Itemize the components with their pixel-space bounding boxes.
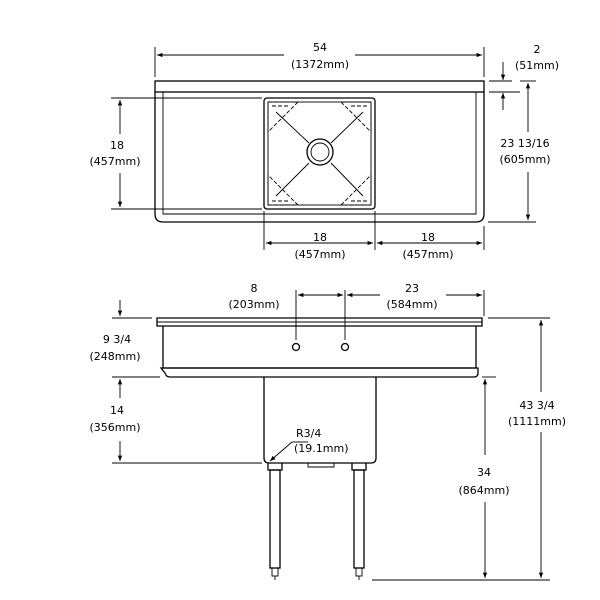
plan-backsplash bbox=[154, 80, 485, 93]
plan-outline bbox=[154, 92, 485, 223]
bowl-outline bbox=[263, 97, 376, 210]
drain-inner bbox=[310, 142, 330, 162]
dim-bowl-width-mm: (457mm) bbox=[294, 248, 345, 261]
drain-nub bbox=[307, 463, 335, 468]
dim-radius: R3/4 bbox=[296, 427, 321, 440]
faucet-hole-right bbox=[340, 342, 350, 352]
plan-dimensions: 54 (1372mm) 2 (51mm) 18 (457mm) 23 13/16… bbox=[89, 41, 559, 261]
plan-inner-outline bbox=[162, 92, 477, 215]
backsplash bbox=[156, 317, 483, 327]
deck-rim bbox=[159, 367, 479, 378]
dim-faucet-spacing-mm: (203mm) bbox=[228, 298, 279, 311]
dim-bowl-depth: 14 bbox=[110, 404, 124, 417]
dim-overall-height-mm: (1111mm) bbox=[508, 415, 566, 428]
faucet-hole-left bbox=[291, 342, 301, 352]
dim-backsplash-height-mm: (248mm) bbox=[89, 350, 140, 363]
dim-bowl-depth-top: 18 bbox=[110, 139, 124, 152]
dim-bowl-width: 18 bbox=[313, 231, 327, 244]
dim-bowl-depth-mm: (356mm) bbox=[89, 421, 140, 434]
bowl-body bbox=[263, 377, 377, 464]
dim-faucet-to-end: 23 bbox=[405, 282, 419, 295]
dim-work-height-mm: (864mm) bbox=[458, 484, 509, 497]
dim-overall-width-mm: (1372mm) bbox=[291, 58, 349, 71]
bowl-corner-marks bbox=[267, 101, 372, 206]
front-dimensions: 8 (203mm) 23 (584mm) 9 3/4 (248mm) 14 (3… bbox=[89, 282, 566, 581]
dim-overall-width: 54 bbox=[313, 41, 327, 54]
dim-bowl-depth-top-mm: (457mm) bbox=[89, 155, 140, 168]
dim-splash: 2 bbox=[534, 43, 541, 56]
dim-splash-mm: (51mm) bbox=[515, 59, 559, 72]
dim-faucet-to-end-mm: (584mm) bbox=[386, 298, 437, 311]
drain-outer bbox=[306, 138, 334, 166]
dim-work-height: 34 bbox=[477, 466, 491, 479]
dim-overall-depth: 23 13/16 bbox=[500, 137, 549, 150]
bowl-diagonals bbox=[275, 111, 364, 197]
leg-left bbox=[267, 463, 283, 580]
dim-drainboard-width: 18 bbox=[421, 231, 435, 244]
dim-overall-height: 43 3/4 bbox=[519, 399, 554, 412]
bowl-inner bbox=[267, 101, 372, 206]
plan-view bbox=[154, 80, 485, 223]
dim-drainboard-width-mm: (457mm) bbox=[402, 248, 453, 261]
dim-overall-depth-mm: (605mm) bbox=[499, 153, 550, 166]
front-view bbox=[156, 317, 483, 580]
leg-right bbox=[351, 463, 367, 580]
dim-backsplash-height: 9 3/4 bbox=[103, 333, 131, 346]
backsplash-body bbox=[162, 326, 477, 369]
dim-radius-mm: (19.1mm) bbox=[294, 442, 349, 455]
dim-faucet-spacing: 8 bbox=[251, 282, 258, 295]
